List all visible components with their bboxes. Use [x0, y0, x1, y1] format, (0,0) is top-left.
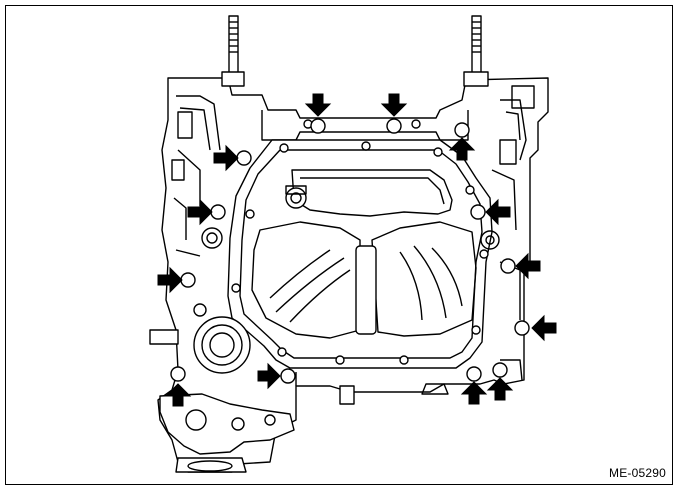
arrow-down-2	[380, 93, 408, 117]
bolt-10	[170, 366, 186, 382]
bolt-1	[310, 118, 326, 134]
arrow-right-3	[157, 266, 183, 294]
bolt-7	[180, 272, 196, 288]
bolt-4	[236, 150, 252, 166]
bolt-13	[492, 362, 508, 378]
pan-rim	[291, 169, 453, 217]
arrow-down-1	[304, 93, 332, 117]
bolt-5	[210, 204, 226, 220]
figure-frame	[5, 5, 673, 485]
arrow-up-1	[448, 137, 476, 161]
bolt-8	[500, 258, 516, 274]
center-rib	[355, 245, 377, 335]
bolt-12	[466, 366, 482, 382]
arrow-right-1	[213, 144, 239, 172]
arrow-left-1	[485, 198, 511, 226]
drain-plug	[285, 187, 307, 209]
arrow-right-4	[257, 362, 281, 390]
bolt-6	[470, 204, 486, 220]
arrow-right-2	[187, 198, 213, 226]
water-pump	[159, 393, 295, 455]
arrow-up-3	[460, 381, 488, 405]
bolt-3	[454, 122, 470, 138]
bolt-11	[280, 368, 296, 384]
bolt-9	[514, 320, 530, 336]
figure-code-label: ME-05290	[609, 466, 666, 480]
arrow-up-2	[164, 383, 192, 407]
arrow-left-2	[515, 252, 541, 280]
arrow-up-4	[486, 377, 514, 401]
pipe-stub	[149, 329, 179, 345]
bolt-2	[386, 118, 402, 134]
arrow-left-3	[531, 314, 557, 342]
